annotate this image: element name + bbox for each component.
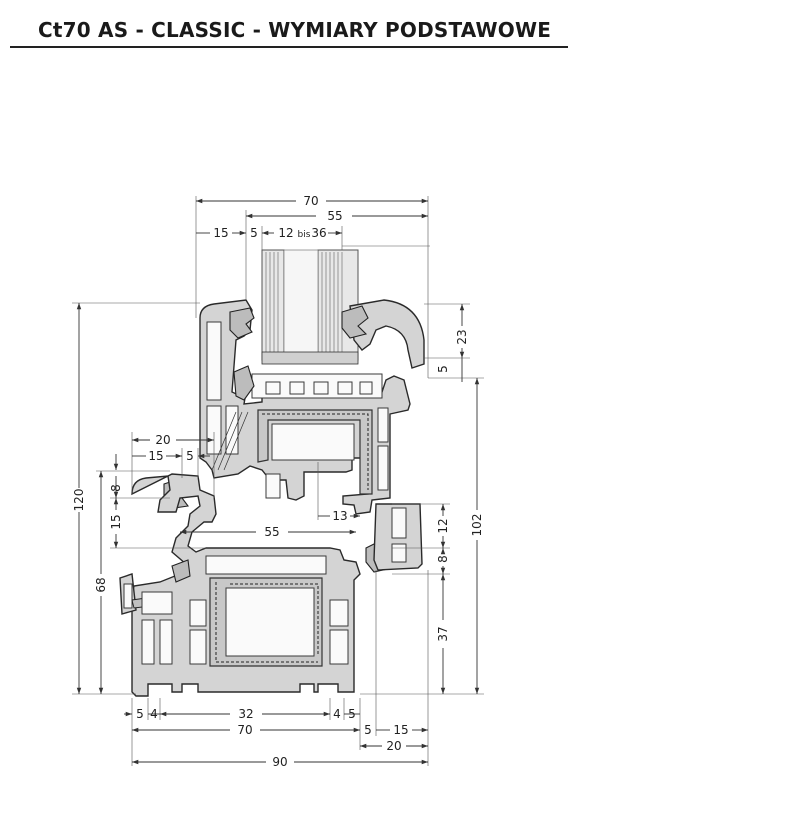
dim-right-12: 12 — [436, 518, 450, 533]
dim-left-20: 20 — [155, 433, 170, 447]
dim-left-15: 15 — [148, 449, 163, 463]
dim-right-5: 5 — [436, 365, 450, 373]
dim-right-8: 8 — [436, 555, 450, 563]
frame-profile — [119, 473, 423, 697]
dim-bottom-5-right: 5 — [348, 707, 356, 721]
dim-mid-55: 55 — [264, 525, 279, 539]
dim-bottom-90: 90 — [272, 755, 287, 769]
dim-glass-from: 12 — [278, 226, 293, 240]
dim-bottom-right-5: 5 — [364, 723, 372, 737]
dim-bottom-4-left: 4 — [150, 707, 158, 721]
dim-top-70: 70 — [303, 194, 318, 208]
dim-top-5: 5 — [250, 226, 258, 240]
dim-bottom-5-left: 5 — [136, 707, 144, 721]
page-title: Ct70 AS - CLASSIC - WYMIARY PODSTAWOWE — [38, 18, 552, 42]
dim-left-15-vertical: 15 — [109, 514, 123, 529]
dim-left-120: 120 — [72, 489, 86, 512]
dim-right-23: 23 — [455, 329, 469, 344]
dim-right-102: 102 — [470, 514, 484, 537]
dimension-labels: 70 55 15 5 12 bis 36 120 68 8 15 20 15 5… — [72, 194, 484, 769]
dim-glass-bis: bis — [298, 230, 311, 240]
dim-bottom-right-20: 20 — [386, 739, 401, 753]
dim-left-68: 68 — [94, 577, 108, 592]
dim-left-8: 8 — [109, 484, 123, 492]
dim-left-5: 5 — [186, 449, 194, 463]
dim-top-15: 15 — [213, 226, 228, 240]
glazing-unit — [261, 249, 359, 365]
dim-bottom-32: 32 — [238, 707, 253, 721]
title-underline — [10, 46, 568, 48]
dimension-lines — [72, 196, 484, 766]
dim-mid-13: 13 — [332, 509, 347, 523]
dim-top-55: 55 — [327, 209, 342, 223]
dim-bottom-right-15: 15 — [393, 723, 408, 737]
dim-bottom-70: 70 — [237, 723, 252, 737]
dim-right-37: 37 — [436, 626, 450, 641]
dim-glass-to: 36 — [311, 226, 326, 240]
dim-bottom-4-right: 4 — [333, 707, 341, 721]
